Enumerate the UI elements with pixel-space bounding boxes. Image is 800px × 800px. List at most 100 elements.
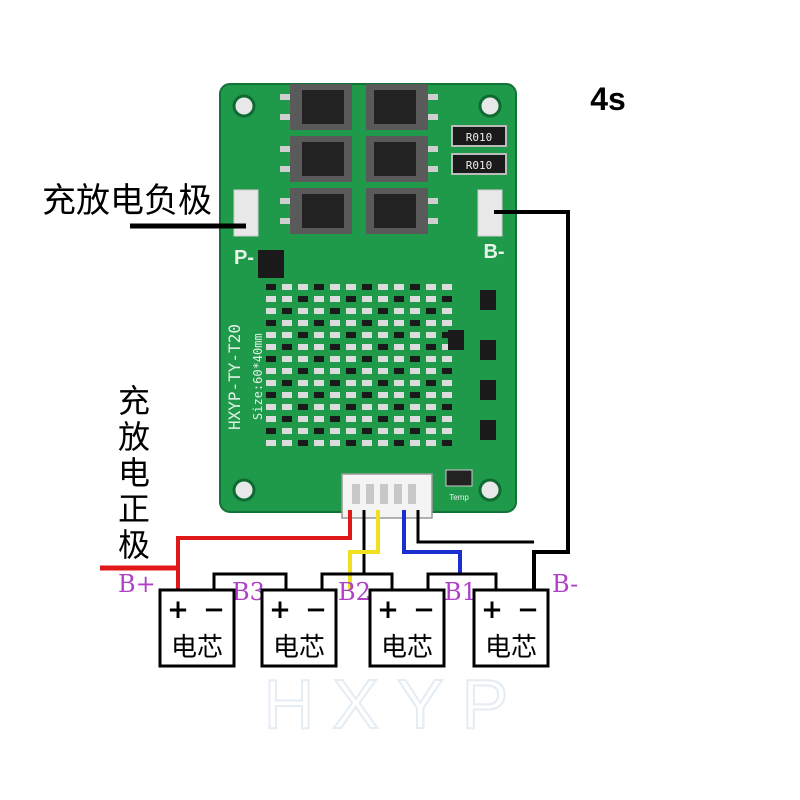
- smd-part: [480, 340, 496, 360]
- smd-part: [442, 308, 452, 314]
- shunt-resistor-2: R010: [451, 153, 507, 175]
- smd-part: [394, 320, 404, 326]
- smd-part: [410, 320, 420, 326]
- smd-part: [346, 356, 356, 362]
- smd-part: [346, 344, 356, 350]
- smd-part: [266, 296, 276, 302]
- balance-connector: [341, 473, 433, 519]
- smd-part: [298, 404, 308, 410]
- smd-part: [378, 284, 388, 290]
- smd-part: [346, 392, 356, 398]
- smd-part: [282, 296, 292, 302]
- smd-part: [442, 332, 452, 338]
- smd-part: [394, 332, 404, 338]
- smd-part: [282, 368, 292, 374]
- b-minus-pad-label: B-: [483, 241, 504, 263]
- smd-part: [426, 320, 436, 326]
- smd-part: [314, 392, 324, 398]
- b2-label: B2: [338, 578, 371, 606]
- smd-part: [394, 296, 404, 302]
- smd-part: [410, 440, 420, 446]
- smd-part: [314, 428, 324, 434]
- smd-part: [314, 440, 324, 446]
- smd-part: [394, 416, 404, 422]
- smd-part: [426, 416, 436, 422]
- smd-part: [410, 380, 420, 386]
- smd-part: [362, 308, 372, 314]
- smd-part: [378, 320, 388, 326]
- p-plus-label: 充放电正极: [118, 382, 150, 564]
- smd-part: [330, 380, 340, 386]
- smd-part: [378, 428, 388, 434]
- smd-part: [394, 284, 404, 290]
- cell-label: 电芯: [381, 633, 433, 663]
- b1-label: B1: [444, 578, 477, 606]
- smd-part: [266, 284, 276, 290]
- smd-part: [448, 330, 464, 350]
- smd-part: [442, 296, 452, 302]
- smd-part: [314, 320, 324, 326]
- smd-part: [378, 344, 388, 350]
- smd-part: [362, 320, 372, 326]
- smd-part: [362, 404, 372, 410]
- smd-part: [298, 332, 308, 338]
- smd-part: [410, 368, 420, 374]
- smd-part: [362, 344, 372, 350]
- smd-part: [442, 392, 452, 398]
- smd-part: [346, 284, 356, 290]
- smd-part: [362, 356, 372, 362]
- mount-hole: [232, 478, 256, 502]
- smd-part: [378, 380, 388, 386]
- smd-part: [330, 344, 340, 350]
- p-minus-label: 充放电负极: [42, 181, 212, 221]
- ic-chip: [258, 250, 284, 278]
- smd-part: [442, 440, 452, 446]
- series-link-2: [320, 572, 394, 590]
- smd-part: [362, 416, 372, 422]
- smd-part: [314, 356, 324, 362]
- svg-text:充放电正极: 充放电正极: [118, 382, 150, 564]
- smd-part: [266, 332, 276, 338]
- series-link-1: [212, 572, 288, 590]
- smd-part: [410, 284, 420, 290]
- smd-part: [394, 368, 404, 374]
- smd-part: [394, 404, 404, 410]
- smd-part: [298, 392, 308, 398]
- title-4s: 4s: [590, 81, 626, 117]
- smd-part: [410, 344, 420, 350]
- smd-part: [330, 416, 340, 422]
- smd-part: [298, 296, 308, 302]
- smd-part: [426, 284, 436, 290]
- smd-part: [378, 404, 388, 410]
- smd-part: [378, 296, 388, 302]
- smd-part: [346, 296, 356, 302]
- smd-part: [480, 420, 496, 440]
- smd-part: [298, 440, 308, 446]
- smd-part: [314, 416, 324, 422]
- smd-part: [442, 368, 452, 374]
- smd-part: [442, 380, 452, 386]
- smd-part: [346, 332, 356, 338]
- smd-part: [346, 404, 356, 410]
- smd-part: [394, 440, 404, 446]
- battery-cell: +−电芯: [472, 588, 550, 668]
- smd-part: [394, 344, 404, 350]
- smd-part: [298, 308, 308, 314]
- smd-part: [394, 380, 404, 386]
- smd-part: [362, 296, 372, 302]
- smd-part: [480, 380, 496, 400]
- smd-component-grid: [266, 284, 496, 446]
- smd-part: [426, 332, 436, 338]
- smd-part: [410, 392, 420, 398]
- smd-part: [426, 368, 436, 374]
- b1-wire: [402, 510, 462, 574]
- smd-part: [346, 308, 356, 314]
- smd-part: [266, 416, 276, 422]
- smd-part: [426, 356, 436, 362]
- smd-part: [266, 392, 276, 398]
- smd-part: [266, 368, 276, 374]
- smd-part: [378, 392, 388, 398]
- smd-part: [362, 428, 372, 434]
- smd-part: [394, 356, 404, 362]
